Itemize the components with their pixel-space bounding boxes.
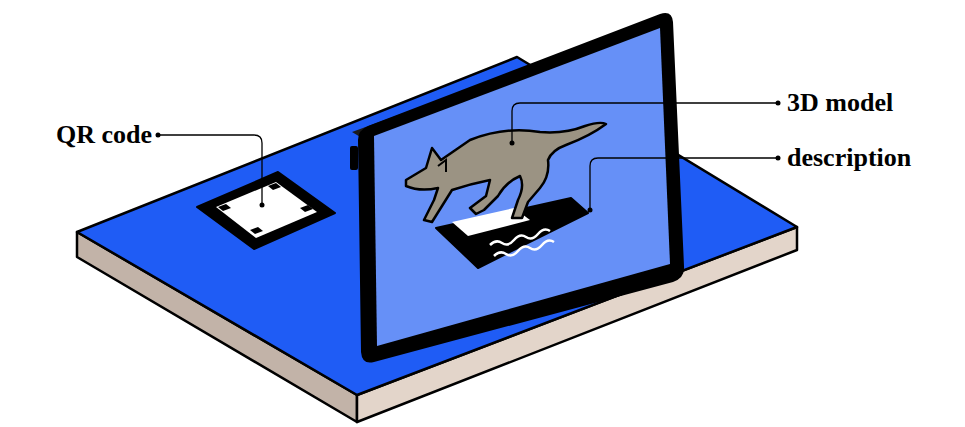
tablet [350, 13, 684, 363]
callout-label: description [787, 145, 911, 171]
leader-dots [156, 101, 781, 213]
leader-line [158, 135, 262, 205]
leader-line [512, 103, 778, 143]
3d-model-stand [436, 198, 588, 268]
tablet-screen [374, 28, 670, 346]
leader-lines [158, 103, 778, 210]
wolf-model [406, 123, 606, 222]
tablet-button [350, 146, 358, 170]
callout-label: QR code [56, 122, 152, 148]
qr-code-marker [197, 172, 335, 249]
leader-line [590, 158, 778, 210]
tablet-frame [358, 13, 684, 363]
callout-label: 3D model [787, 90, 893, 116]
